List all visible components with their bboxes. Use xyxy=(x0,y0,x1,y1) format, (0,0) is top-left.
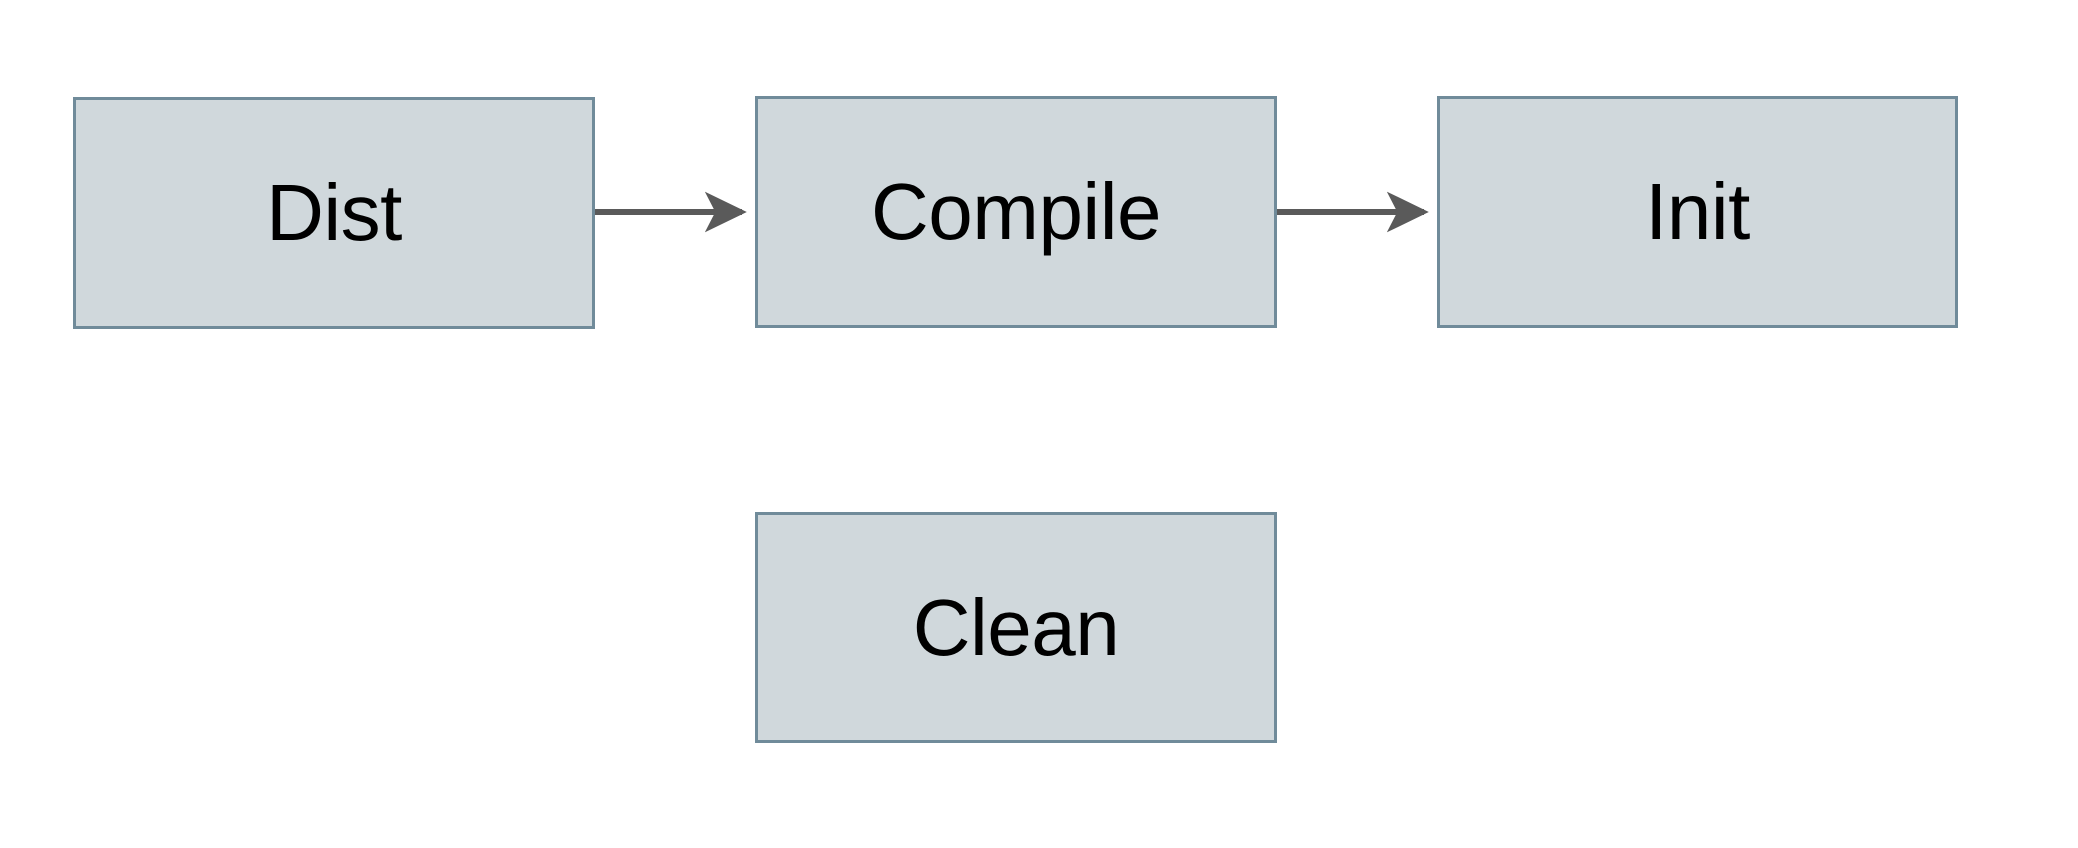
node-compile[interactable]: Compile xyxy=(755,96,1277,328)
node-init[interactable]: Init xyxy=(1437,96,1958,328)
node-label-clean: Clean xyxy=(912,582,1120,672)
node-dist[interactable]: Dist xyxy=(73,97,595,329)
node-label-init: Init xyxy=(1645,167,1750,256)
node-label-compile: Compile xyxy=(871,167,1161,256)
node-clean[interactable]: Clean xyxy=(755,512,1277,743)
node-label-dist: Dist xyxy=(266,168,402,257)
